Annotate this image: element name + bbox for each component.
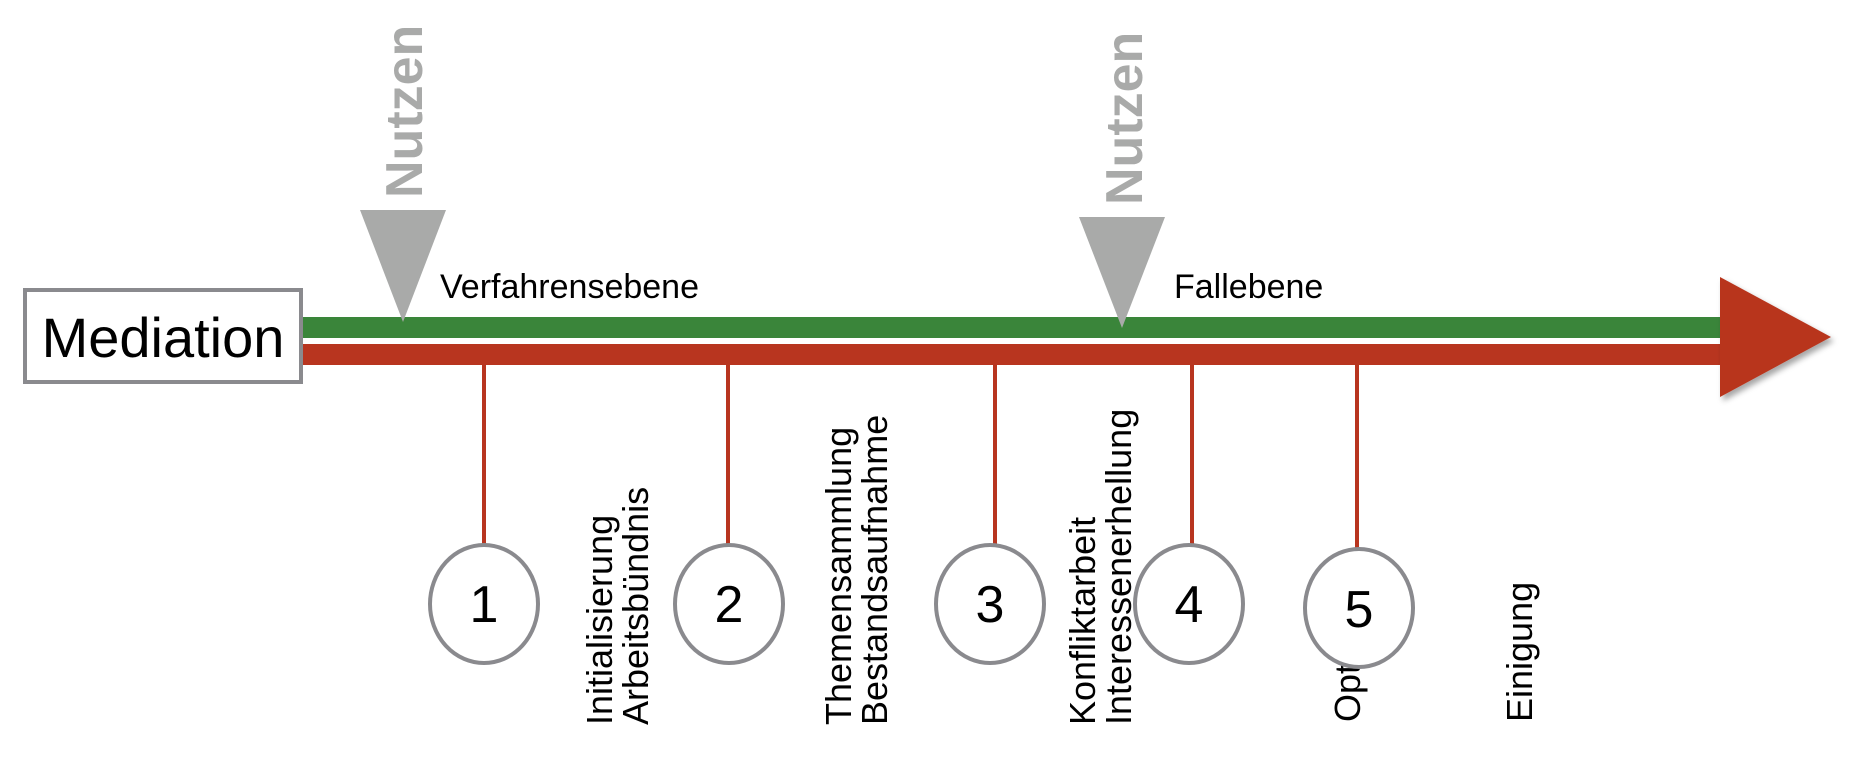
mediation-box [23, 288, 303, 384]
nutzen-label: Nutzen [376, 25, 434, 198]
phase-label-line-1: Konfliktarbeit [1062, 517, 1103, 725]
phase-label-line-2: Interessenerhellung [1098, 409, 1139, 725]
down-arrow-icon [1079, 217, 1165, 328]
phase-number: 3 [976, 576, 1005, 634]
phase-2: 2 Themensammlung Bestandsaufnahme [673, 364, 895, 725]
phase-number: 1 [470, 576, 499, 634]
phase-label-line-2: Bestandsaufnahme [854, 415, 895, 725]
phase-label-line-1: Initialisierung [579, 515, 620, 725]
phase-circle [1303, 547, 1415, 669]
nutzen-marker-2: Nutzen [1079, 32, 1165, 328]
down-arrow-icon [360, 210, 446, 322]
phase-label-line-2: Arbeitsbündnis [615, 487, 656, 725]
nutzen-label: Nutzen [1096, 32, 1154, 205]
phase-number: 2 [715, 576, 744, 634]
phase-circle [934, 543, 1046, 665]
level-label-fallebene: Fallebene [1174, 268, 1323, 306]
phase-circle [428, 543, 540, 665]
phase-3: 3 Konfliktarbeit Interessenerhellung [934, 364, 1139, 725]
phase-circle [673, 543, 785, 665]
nutzen-marker-1: Nutzen [360, 25, 446, 322]
green-track [300, 317, 1730, 338]
phase-number: 5 [1345, 581, 1374, 639]
level-label-verfahrensebene: Verfahrensebene [440, 268, 699, 306]
phase-4: 4 Optionen [1133, 364, 1368, 722]
arrow-head-icon [1720, 277, 1831, 397]
mediation-title: Mediation [42, 306, 285, 369]
red-track [300, 344, 1730, 365]
phase-label-line-1: Einigung [1499, 582, 1540, 722]
phase-5: 5 Einigung [1303, 364, 1540, 722]
phase-label-line-1: Themensammlung [818, 427, 859, 725]
phase-1: 1 Initialisierung Arbeitsbündnis [428, 364, 656, 725]
phase-number: 4 [1175, 576, 1204, 634]
phase-circle [1133, 543, 1245, 665]
